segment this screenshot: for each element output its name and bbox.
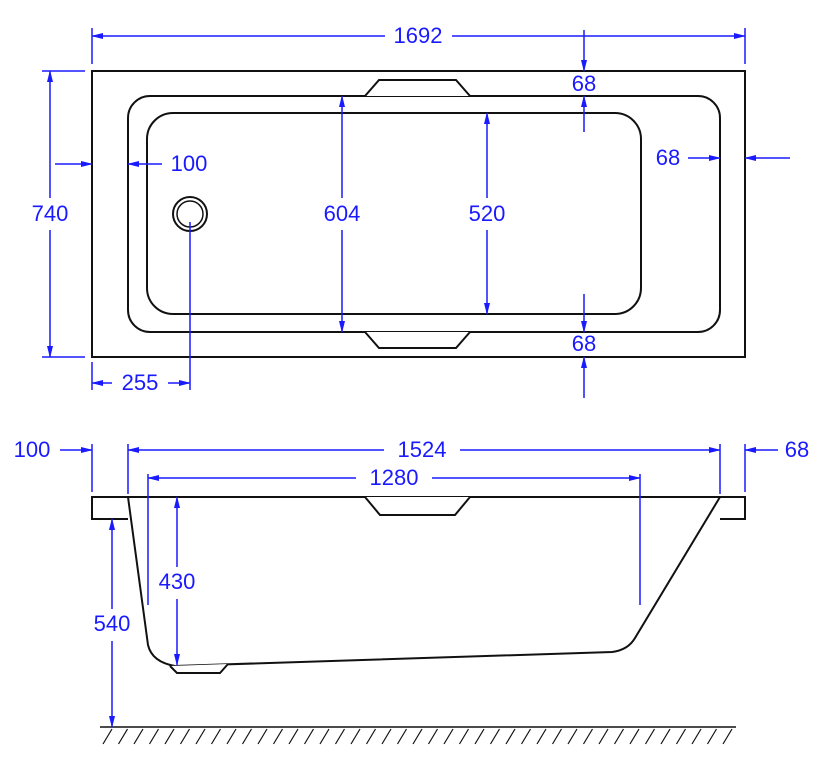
dim-inner-length-bottom: 1280 (147, 465, 641, 605)
dim-label: 68 (785, 437, 809, 462)
floor-hatch (100, 726, 736, 745)
dim-side-end-rim-right: 68 (744, 437, 809, 492)
handle-side (364, 496, 471, 516)
tub-foot (169, 663, 229, 674)
dim-label: 1280 (370, 465, 419, 490)
dim-label: 68 (572, 331, 596, 356)
top-view: 1692 740 100 604 520 (32, 23, 790, 398)
dim-label: 520 (469, 201, 506, 226)
tub-outer-outline (91, 70, 746, 358)
dim-label: 255 (122, 370, 159, 395)
dim-label: 100 (171, 151, 208, 176)
dim-side-end-rim-left: 100 (14, 437, 93, 492)
dim-label: 1524 (398, 437, 447, 462)
handle-bottom (364, 331, 471, 349)
dim-end-rim-right: 68 (656, 145, 790, 170)
side-view: 100 68 1524 1280 430 (14, 437, 809, 745)
tub-rim-outline (127, 95, 721, 333)
dim-label: 430 (159, 569, 196, 594)
dim-label: 68 (572, 71, 596, 96)
dim-label: 540 (94, 611, 131, 636)
dim-inner-depth: 430 (159, 496, 196, 666)
dim-overall-width: 740 (32, 70, 85, 358)
dim-label: 604 (324, 201, 361, 226)
dim-overall-height: 540 (94, 518, 131, 728)
dim-label: 1692 (394, 23, 443, 48)
handle-top (364, 79, 471, 97)
dim-label: 740 (32, 201, 69, 226)
dim-inner-width-basin: 520 (469, 112, 506, 315)
dim-drain-offset: 255 (91, 222, 191, 395)
tub-basin-outline (146, 112, 642, 315)
dim-overall-length: 1692 (91, 23, 746, 64)
dim-inner-length-top: 1524 (127, 437, 721, 494)
dim-side-rim-bottom: 68 (572, 294, 596, 398)
dim-end-rim-left: 100 (55, 151, 207, 176)
dim-inner-width-rim: 604 (324, 95, 361, 333)
dim-side-rim-top: 68 (572, 30, 596, 132)
dim-label: 100 (14, 437, 51, 462)
dim-label: 68 (656, 145, 680, 170)
tub-body-profile (127, 496, 721, 668)
